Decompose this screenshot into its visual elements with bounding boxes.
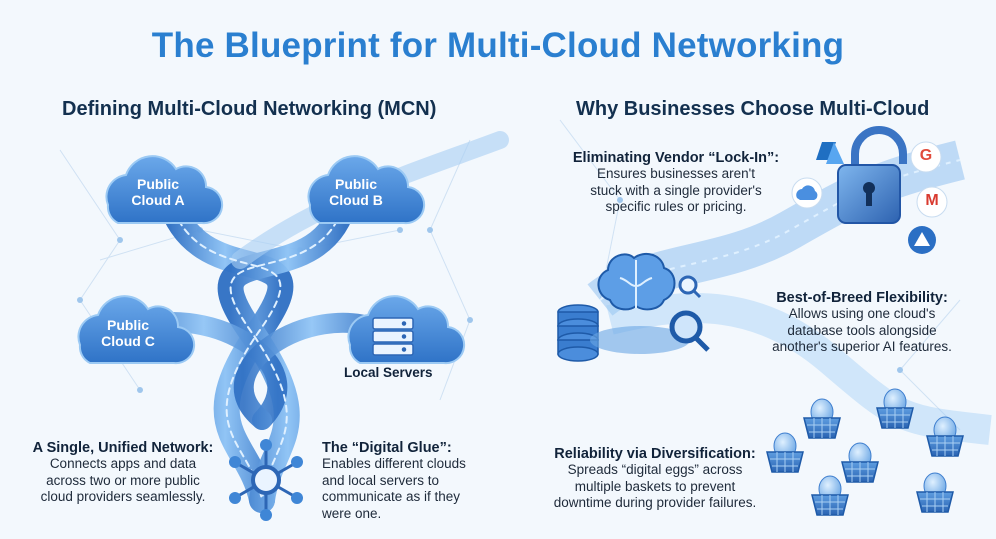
basket-icon (916, 472, 954, 513)
cloud-icon (77, 295, 196, 365)
digital-glue-line: and local servers to (322, 472, 440, 488)
flexibility-title: Best-of-Breed Flexibility: (776, 290, 948, 306)
reliability-line: Spreads “digital eggs” across (567, 462, 743, 477)
azure-triangle-badge (908, 226, 936, 254)
left-section-heading: Defining Multi-Cloud Networking (MCN) (62, 98, 437, 120)
cloud-provider-badge (791, 177, 823, 209)
database-icon (557, 304, 599, 362)
digital-glue-line: communicate as if they (322, 489, 461, 504)
digital-glue-block: The “Digital Glue”: Enables different cl… (322, 440, 497, 522)
basket-icon (841, 442, 879, 483)
lockin-line: Ensures businesses aren't (597, 166, 755, 181)
basket-icon (803, 398, 841, 439)
magnifier-icon (678, 275, 702, 299)
google-letter: G (919, 147, 933, 164)
platform-disc (590, 326, 690, 354)
reliability-block: Reliability via Diversification: Spreads… (530, 446, 780, 512)
flexibility-line: Allows using one cloud's (788, 306, 936, 321)
basket-icon (926, 416, 964, 457)
background-network-lines (59, 119, 961, 431)
digital-glue-line: were one. (322, 505, 382, 521)
google-logo-badge (910, 141, 942, 173)
page-title: The Blueprint for Multi-Cloud Networking (151, 26, 845, 65)
right-section-heading: Why Businesses Choose Multi-Cloud (576, 98, 930, 120)
azure-logo-icon (816, 142, 844, 164)
padlock-icon (837, 126, 907, 224)
local-servers-label: Local Servers (344, 365, 433, 380)
brain-icon (597, 252, 676, 311)
lockin-block: Eliminating Vendor “Lock-In”: Ensures bu… (556, 150, 796, 216)
egg-baskets (766, 388, 964, 516)
unified-network-line: cloud providers seamlessly. (40, 489, 206, 504)
unified-network-line: Connects apps and data (49, 456, 197, 471)
lockin-title: Eliminating Vendor “Lock-In”: (572, 150, 780, 166)
basket-icon (811, 475, 849, 516)
basket-icon (876, 388, 914, 429)
unified-network-title: A Single, Unified Network: (32, 440, 214, 456)
digital-glue-line: Enables different clouds (322, 456, 466, 471)
digital-glue-title: The “Digital Glue”: (322, 440, 452, 456)
unified-network-line: across two or more public (46, 472, 200, 488)
lockin-line: specific rules or pricing. (605, 199, 747, 214)
gmail-logo-badge (916, 186, 948, 218)
cloud-icon (105, 155, 224, 225)
unified-network-block: A Single, Unified Network: Connects apps… (18, 440, 228, 506)
lockin-line: stuck with a single provider's (590, 182, 762, 198)
flexibility-line: another's superior AI features. (772, 339, 952, 354)
cloud-icon (307, 155, 426, 225)
reliability-line: downtime during provider failures. (553, 495, 757, 510)
magnifier-icon (669, 310, 710, 352)
gmail-letter: M (925, 192, 939, 209)
hub-network-icon (229, 439, 303, 521)
basket-icon (766, 432, 804, 473)
reliability-title: Reliability via Diversification: (554, 446, 756, 462)
flexibility-line: database tools alongside (787, 322, 937, 338)
flexibility-block: Best-of-Breed Flexibility: Allows using … (742, 290, 982, 356)
server-icon (372, 317, 414, 356)
reliability-line: multiple baskets to prevent (574, 478, 736, 494)
